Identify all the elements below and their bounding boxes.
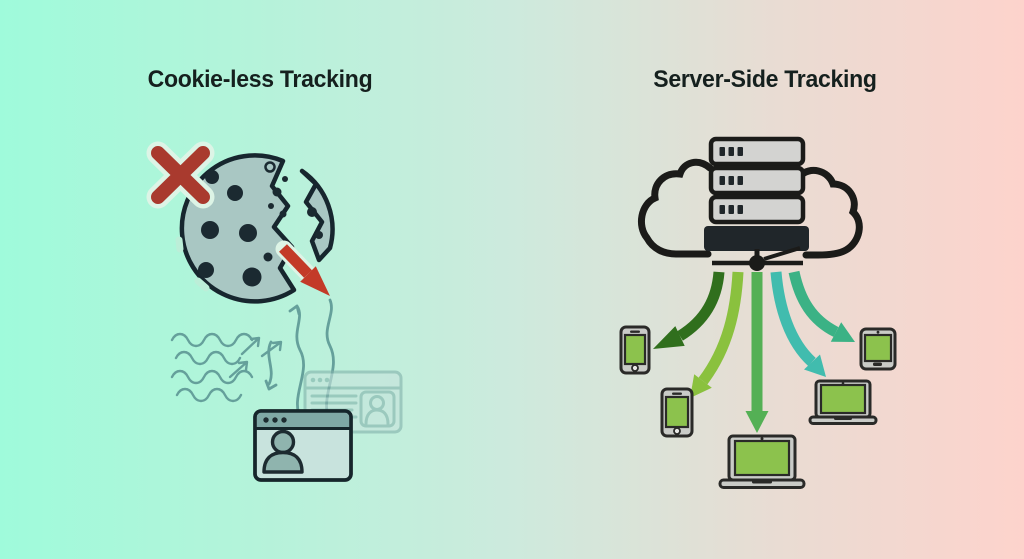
cookieless-illustration: [146, 141, 403, 482]
user-avatar-icon: [262, 429, 304, 474]
server-stack-icon: [704, 136, 809, 251]
network-node-icon: [712, 246, 803, 271]
browser-window-front-icon: [253, 409, 353, 482]
serverside-title: Server-Side Tracking: [653, 66, 877, 93]
distribution-arrows-icon: [653, 270, 855, 433]
cookie-crumbs: [264, 161, 288, 218]
laptop-icon: [808, 379, 878, 425]
smartphone-icon: [619, 325, 651, 375]
tablet-icon: [859, 327, 897, 371]
serverside-illustration: [619, 136, 897, 489]
x-mark-icon: [146, 141, 215, 209]
signal-waves-icon: [170, 332, 254, 403]
falling-red-arrow-icon: [275, 240, 330, 296]
cloud-icon: [637, 158, 863, 259]
laptop-icon: [718, 434, 806, 489]
user-avatar-icon: [359, 390, 396, 428]
smartphone-icon: [660, 387, 694, 438]
cookieless-title: Cookie-less Tracking: [147, 66, 373, 93]
